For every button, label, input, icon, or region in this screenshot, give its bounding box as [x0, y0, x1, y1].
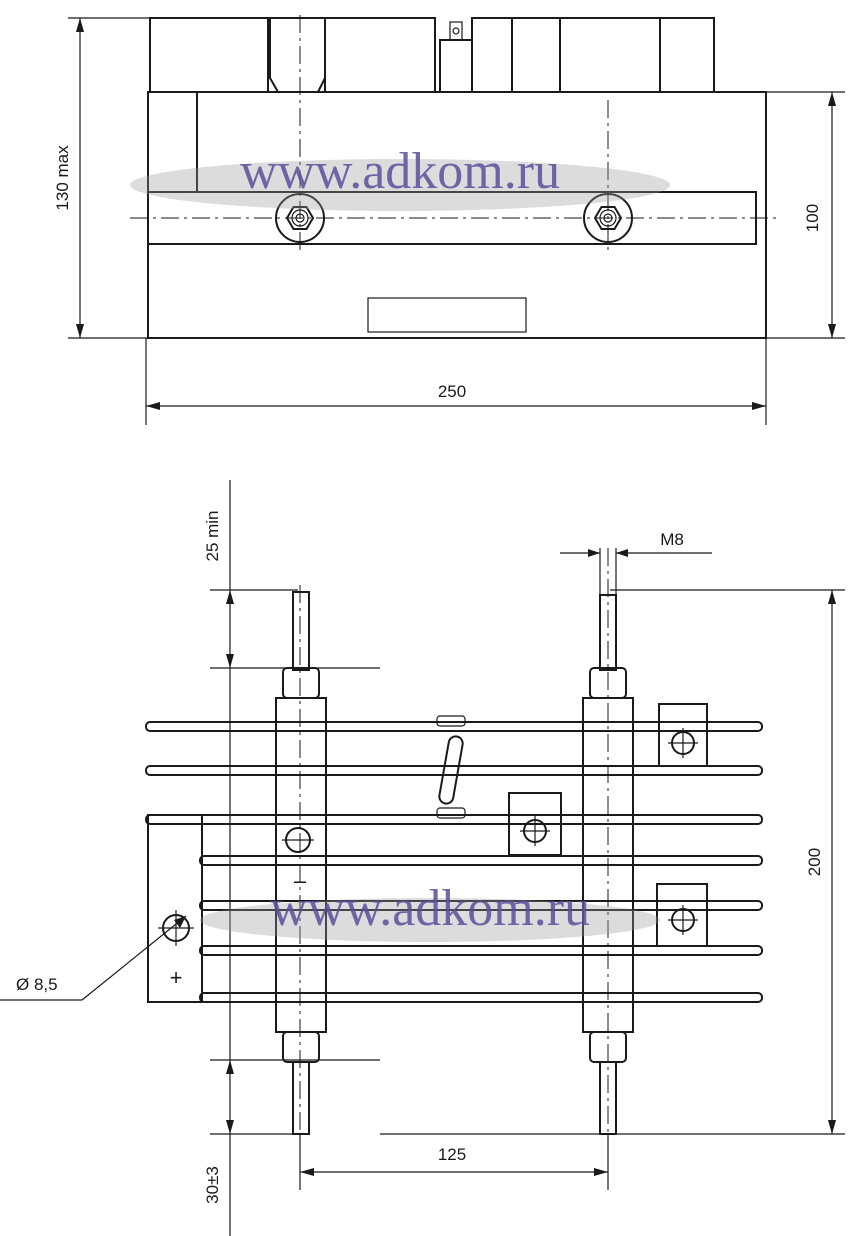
terminal-block	[471, 17, 513, 93]
stud-right	[582, 548, 634, 1190]
dim-hole-diameter-label: Ø 8,5	[16, 975, 58, 994]
terminal-block	[559, 17, 661, 93]
stud-left: –	[275, 585, 327, 1175]
top-view: 130 max 100 250 www.adkom.ru	[53, 15, 845, 425]
terminal-block	[511, 17, 561, 93]
dim-height-max-label: 130 max	[53, 145, 72, 211]
dim-stud-length-label: 25 min	[203, 510, 222, 561]
terminal-block	[324, 17, 436, 93]
mounting-hole	[282, 827, 314, 853]
negative-sign: –	[294, 868, 307, 893]
dim-width: 250	[145, 338, 767, 425]
fuse-link	[436, 715, 466, 819]
dim-stud-length: 25 min	[203, 510, 380, 669]
rectifier-body	[147, 91, 767, 339]
dim-thread: M8	[560, 530, 712, 595]
dim-body-height-label: 100	[803, 204, 822, 232]
terminal-block	[269, 17, 326, 93]
ac-terminal-lug	[656, 883, 708, 947]
terminal-tab-tip	[449, 21, 463, 41]
dim-pitch: 125	[299, 1134, 609, 1190]
positive-terminal-plate	[147, 814, 203, 1003]
terminal-block	[659, 17, 715, 93]
dim-stud-protrusion: 30±3	[203, 1059, 380, 1204]
dim-width-label: 250	[438, 382, 466, 401]
terminal-tab	[439, 39, 473, 93]
cooling-fins	[145, 721, 763, 1003]
dim-height: 200	[380, 589, 845, 1135]
watermark-bottom: www.adkom.ru	[270, 880, 590, 937]
dim-thread-label: M8	[660, 530, 684, 549]
dim-height-label: 200	[805, 848, 824, 876]
mounting-hole	[158, 910, 194, 946]
dim-height-max: 130 max	[53, 17, 150, 339]
ac-terminal-lug	[658, 703, 708, 767]
terminal-block	[149, 17, 269, 93]
watermark-top: www.adkom.ru	[240, 143, 560, 200]
dim-hole-diameter: Ø 8,5	[0, 915, 187, 1001]
ac-terminal-lug	[508, 792, 562, 856]
dim-stud-protrusion-label: 30±3	[203, 1166, 222, 1204]
dim-body-height: 100	[766, 91, 845, 339]
bottom-view: + –	[0, 480, 845, 1236]
positive-sign: +	[170, 965, 183, 990]
dim-pitch-label: 125	[438, 1145, 466, 1164]
label-plate	[367, 297, 527, 333]
